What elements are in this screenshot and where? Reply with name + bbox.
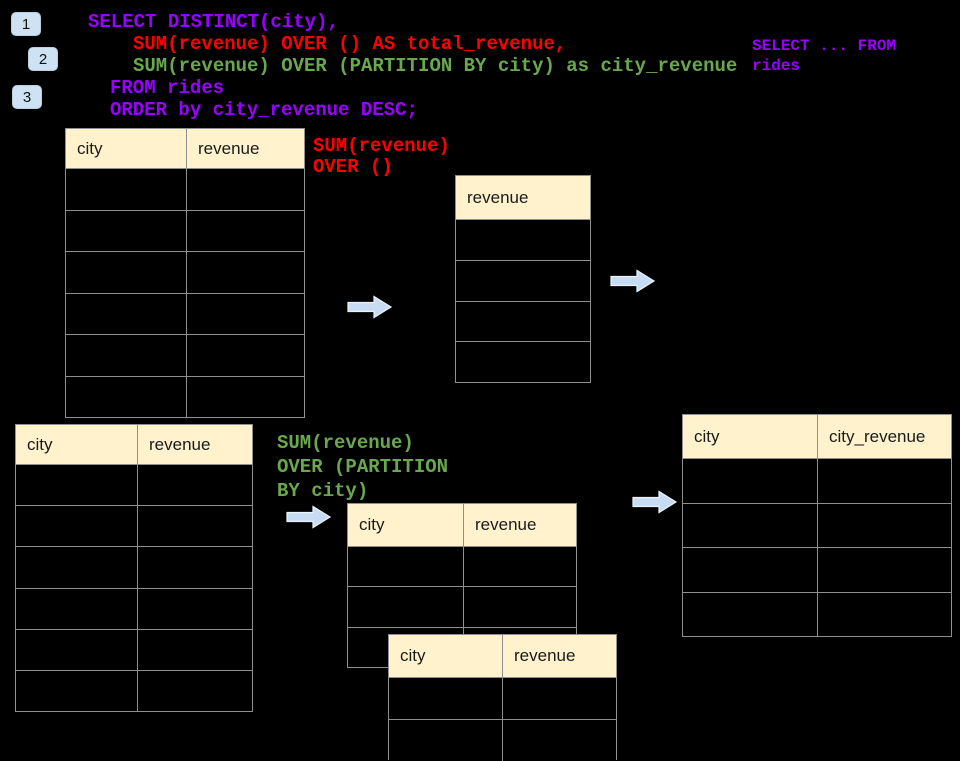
table-row [16, 546, 252, 588]
table-header-row: city revenue [66, 129, 304, 169]
table-row [683, 547, 951, 592]
note-sum-over-partition: SUM(revenue) OVER (PARTITION BY city) [277, 432, 449, 502]
table-header-row: city revenue [16, 425, 252, 465]
table-row [456, 220, 590, 260]
column-header-city: city [66, 129, 187, 168]
table-row [66, 375, 304, 417]
table-row [16, 465, 252, 506]
table-partition-group-b: city revenue [388, 634, 617, 761]
column-header-revenue: revenue [503, 635, 616, 677]
sql-line-select: SELECT DISTINCT(city), [88, 11, 339, 33]
sql-line-city-revenue: SUM(revenue) OVER (PARTITION BY city) as… [133, 55, 738, 77]
table-row [16, 505, 252, 547]
table-row [66, 209, 304, 251]
column-header-revenue: revenue [456, 176, 590, 219]
table-rides-partition-source: city revenue [15, 424, 253, 712]
table-row [683, 459, 951, 503]
table-total-revenue-result: revenue [455, 175, 591, 383]
table-header-row: revenue [456, 176, 590, 220]
table-row [16, 587, 252, 629]
column-header-revenue: revenue [464, 504, 576, 546]
sql-line-order-by: ORDER by city_revenue DESC; [110, 99, 418, 121]
table-row [66, 334, 304, 376]
table-row [16, 669, 252, 712]
table-row [683, 502, 951, 547]
table-row [348, 547, 576, 587]
table-row [456, 341, 590, 382]
column-header-city: city [683, 415, 818, 458]
table-row [66, 292, 304, 334]
step-badge-2: 2 [28, 47, 58, 71]
table-row [348, 586, 576, 627]
column-header-city: city [348, 504, 464, 546]
column-header-revenue: revenue [187, 129, 304, 168]
column-header-city: city [16, 425, 138, 464]
arrow-right-icon [347, 295, 393, 319]
column-header-city: city [389, 635, 503, 677]
table-city-revenue-result: city city_revenue [682, 414, 952, 637]
table-row [389, 719, 616, 761]
column-header-city-revenue: city_revenue [818, 415, 951, 458]
table-row [66, 169, 304, 210]
arrow-right-icon [610, 269, 656, 293]
table-header-row: city revenue [348, 504, 576, 547]
column-header-revenue: revenue [138, 425, 252, 464]
table-row [16, 628, 252, 670]
table-row [456, 259, 590, 301]
sql-line-total-revenue: SUM(revenue) OVER () AS total_revenue, [133, 33, 567, 55]
note-sum-over-total: SUM(revenue) OVER () [313, 135, 450, 178]
table-rides-source: city revenue [65, 128, 305, 418]
table-row [456, 300, 590, 342]
sql-line-from: FROM rides [110, 77, 225, 99]
table-row [683, 591, 951, 636]
table-header-row: city revenue [389, 635, 616, 678]
arrow-right-icon [632, 490, 678, 514]
table-row [389, 678, 616, 719]
table-header-row: city city_revenue [683, 415, 951, 459]
arrow-right-icon [286, 505, 332, 529]
table-row [66, 251, 304, 293]
note-select-from-rides: SELECT ... FROM rides [752, 37, 897, 75]
step-badge-1: 1 [11, 12, 41, 36]
step-badge-3: 3 [12, 85, 42, 109]
table-partition-group-a: city revenue [347, 503, 577, 668]
